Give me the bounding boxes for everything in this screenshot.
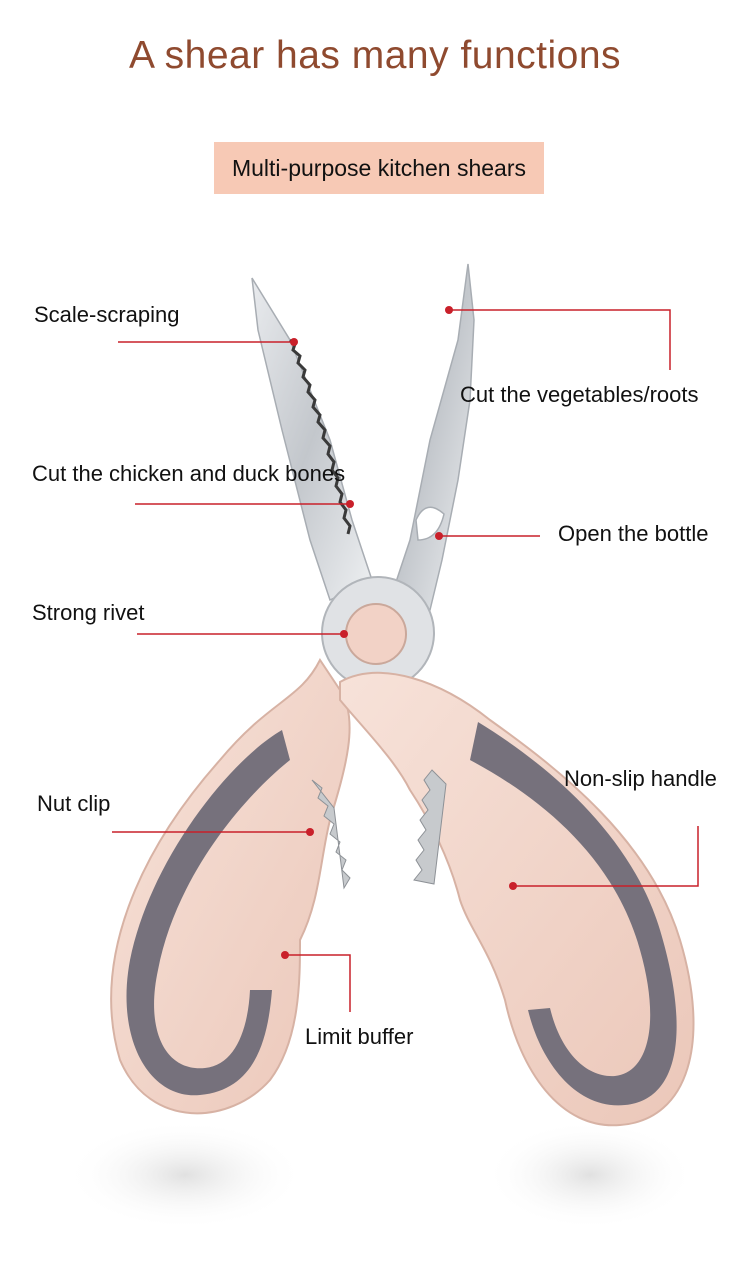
dot-cut-vegetables — [445, 306, 453, 314]
label-limit-buffer: Limit buffer — [305, 1024, 414, 1049]
rivet-cap — [345, 603, 407, 665]
subtitle-badge: Multi-purpose kitchen shears — [214, 142, 544, 194]
dot-open-bottle — [435, 532, 443, 540]
left-blade — [251, 277, 373, 602]
page-title: A shear has many functions — [128, 34, 622, 77]
label-open-bottle: Open the bottle — [558, 521, 709, 546]
dot-scale-scraping — [290, 338, 298, 346]
label-strong-rivet: Strong rivet — [32, 600, 145, 625]
label-cut-bones: Cut the chicken and duck bones — [32, 461, 346, 486]
leader-lines — [112, 309, 699, 1012]
leader-cut-vegetables — [449, 309, 671, 370]
leader-limit-buffer — [285, 954, 351, 1012]
left-handle — [110, 658, 351, 1115]
left-reflection — [65, 1120, 305, 1230]
label-cut-vegetables: Cut the vegetables/roots — [460, 382, 699, 407]
left-grip — [126, 730, 290, 1096]
left-nut-clip-teeth — [311, 779, 351, 890]
serrated-edge — [289, 338, 352, 535]
right-blade — [389, 263, 475, 611]
label-scale-scraping: Scale-scraping — [34, 302, 180, 327]
dot-strong-rivet — [340, 630, 348, 638]
bottle-opener-notch — [415, 506, 445, 541]
leader-non-slip-handle — [513, 826, 699, 887]
label-non-slip-handle: Non-slip handle — [564, 766, 717, 791]
dot-limit-buffer — [281, 951, 289, 959]
dot-non-slip-handle — [509, 882, 517, 890]
right-nut-clip-teeth — [413, 769, 447, 885]
dot-nut-clip — [306, 828, 314, 836]
right-reflection — [485, 1120, 695, 1230]
dot-cut-bones — [346, 500, 354, 508]
leader-dots — [281, 306, 517, 959]
label-nut-clip: Nut clip — [37, 791, 111, 816]
right-grip — [470, 722, 677, 1106]
